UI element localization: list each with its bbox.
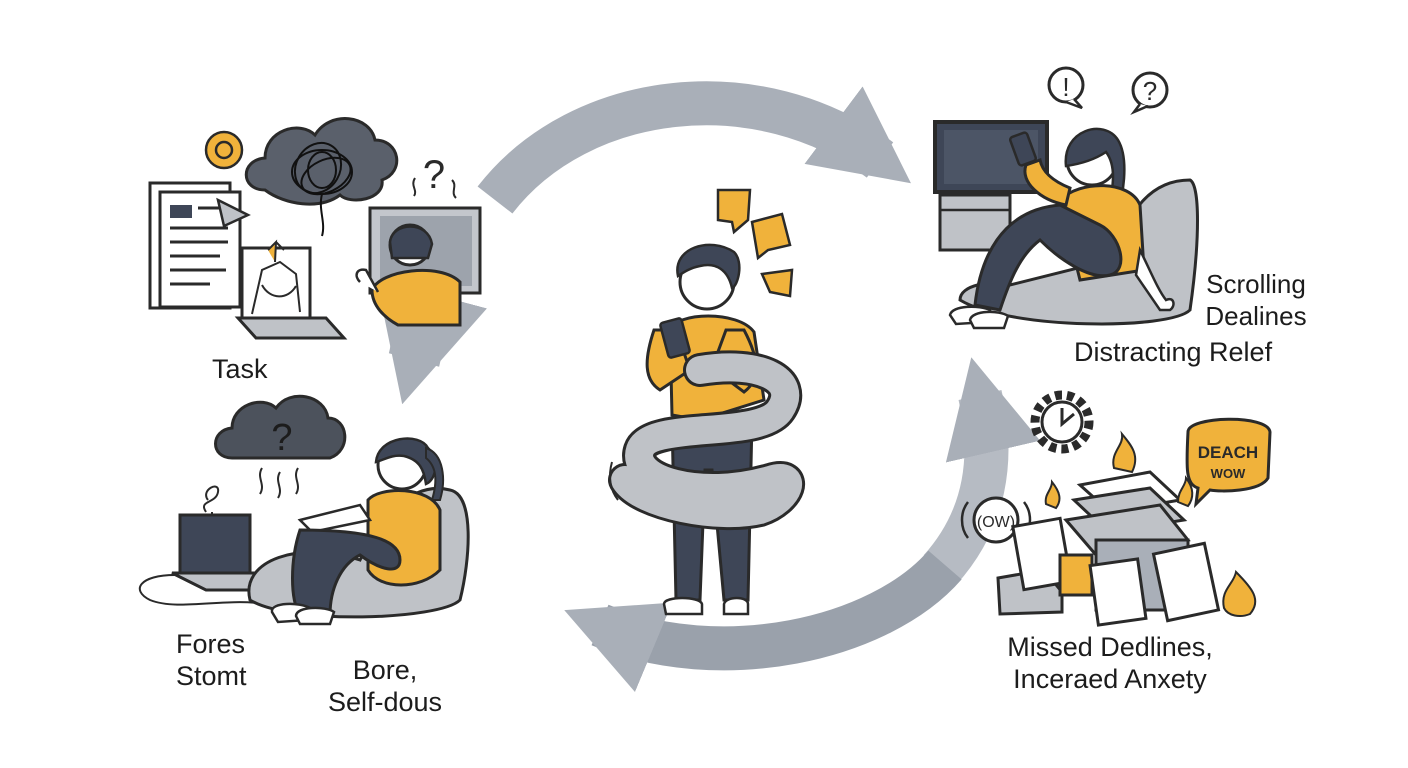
scrolling-phone-icon [1009, 131, 1037, 167]
label-bore: Bore, Self-dous [320, 654, 450, 718]
alert-bubbles [716, 188, 794, 298]
flame-icon-3 [1176, 475, 1194, 508]
badge-line2: WOW [1211, 466, 1246, 481]
label-missed-line2: Inceraed Anxety [1013, 664, 1207, 694]
label-task: Task [212, 354, 268, 384]
label-scrolling: Scrolling Dealines [1186, 268, 1326, 332]
central-person-scene [608, 188, 805, 616]
label-bore-line2: Self-dous [327, 687, 443, 717]
alert-bubble-3 [760, 268, 794, 298]
cloud-question-mark: ? [271, 417, 292, 459]
paper-pile [996, 470, 1221, 627]
label-fores: Fores Stomt [176, 628, 247, 692]
question-mark: ? [423, 153, 445, 197]
label-scrolling-line2: Dealines [1205, 301, 1307, 331]
scribble-cloud-icon [244, 117, 399, 237]
person-at-monitor [355, 206, 482, 327]
central-person-hair [676, 243, 741, 290]
label-distracting: Distracting Relef [1074, 337, 1273, 367]
alert-bubble-1 [716, 188, 752, 235]
spiral-band [608, 350, 805, 531]
flame-icon-4 [1222, 569, 1257, 617]
question-icon: ? [412, 153, 457, 199]
scrolling-person [948, 127, 1175, 330]
question-cloud-icon: ? [214, 394, 347, 499]
gear-clock-icon [1030, 390, 1094, 454]
scrolling-scene: ! ? [933, 66, 1199, 330]
exclaim-bubble-icon: ! [1047, 66, 1085, 110]
arrow-bottom [564, 550, 962, 692]
alert-icon [204, 130, 244, 170]
label-bore-line1: Bore, [352, 655, 418, 685]
label-scrolling-line1: Scrolling [1206, 269, 1306, 299]
bored-scene: ? [138, 394, 470, 626]
label-fores-line2: Stomt [176, 661, 247, 691]
sound-wave-icon: (OW) [960, 496, 1032, 544]
sound-text: (OW) [977, 514, 1015, 531]
badge-line1: DEACH [1198, 443, 1258, 462]
exclaim-mark: ! [1062, 72, 1069, 102]
arrow-top [477, 81, 911, 214]
deadline-badge: DEACH WOW [1185, 417, 1272, 509]
label-missed-line1: Missed Dedlines, [1007, 632, 1213, 662]
task-scene: ? [148, 117, 482, 340]
bubble-question-mark: ? [1143, 76, 1157, 106]
deadline-scene: (OW) DEACH WOW [960, 390, 1272, 627]
flame-icon-2 [1044, 479, 1061, 510]
sitting-person [270, 437, 445, 626]
arrow-right [923, 357, 1041, 585]
alert-bubble-2 [750, 212, 792, 261]
laptop-icon [234, 239, 348, 340]
label-missed: Missed Dedlines, Inceraed Anxety [990, 631, 1230, 695]
flame-icon-1 [1112, 430, 1137, 474]
flame-icons [1044, 430, 1257, 617]
label-fores-line1: Fores [176, 629, 246, 659]
question-bubble-icon: ? [1130, 71, 1169, 115]
phone-icon [659, 317, 691, 359]
document-icon [148, 181, 251, 310]
